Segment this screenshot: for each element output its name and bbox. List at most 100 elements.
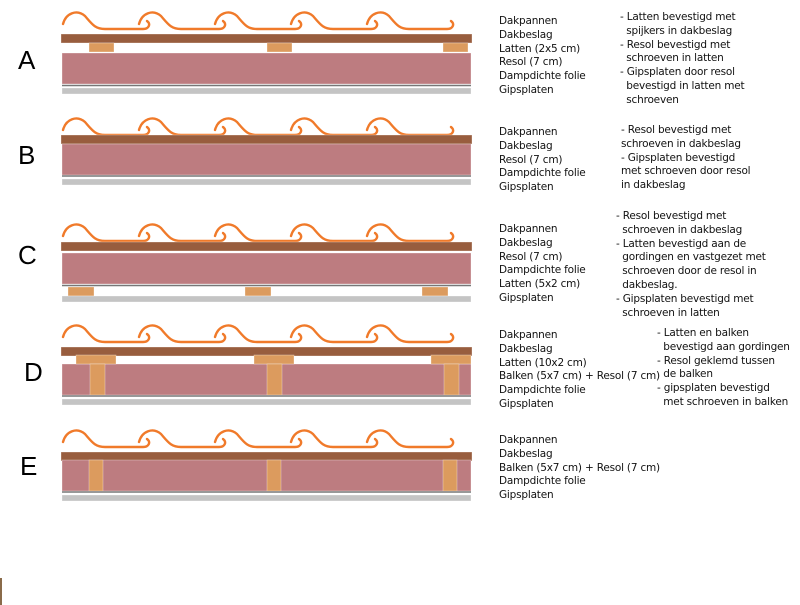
text-line: Dampdichte folie: [499, 384, 586, 397]
edge-mark: [0, 578, 2, 605]
text-line: - Gipsplaten bevestigd: [621, 151, 736, 164]
dakbeslag-board: [60, 134, 473, 145]
roof-tile: [365, 223, 455, 243]
batten: [442, 459, 458, 492]
variant-letter-d: D: [24, 357, 43, 387]
batten: [75, 354, 117, 365]
batten: [88, 42, 115, 53]
text-line: Gipsplaten: [499, 489, 554, 502]
text-line: schroeven door de resol in: [616, 265, 757, 278]
variant-letter-e: E: [20, 451, 38, 481]
variant-letter-a: A: [18, 45, 36, 75]
text-line: Dampdichte folie: [499, 264, 586, 277]
roof-tile: [61, 324, 151, 344]
resol-insulation: [61, 459, 472, 492]
batten: [67, 286, 95, 297]
roof-tile: [61, 11, 151, 31]
batten: [266, 42, 293, 53]
resol-insulation: [61, 52, 472, 85]
text-line: Dakpannen: [499, 329, 558, 341]
text-line: Latten (10x2 cm): [499, 356, 587, 369]
roof-tile: [213, 11, 303, 31]
text-line: - Gipsplaten bevestigd met: [616, 292, 754, 305]
text-line: schroeven in latten: [616, 306, 720, 319]
roof-tile: [61, 223, 151, 243]
text-line: - Resol bevestigd met: [620, 38, 731, 51]
text-line: in dakbeslag: [621, 179, 686, 192]
text-line: schroeven: [620, 93, 679, 106]
batten: [253, 354, 295, 365]
roof-tile: [289, 117, 379, 137]
text-line: - Latten bevestigd aan de: [616, 237, 747, 250]
batten: [430, 354, 472, 365]
batten: [88, 459, 104, 492]
text-line: Dakbeslag: [499, 447, 553, 460]
dakbeslag-board: [60, 241, 473, 252]
text-line: bevestigd aan gordingen: [657, 340, 790, 353]
text-line: Dampdichte folie: [499, 475, 586, 488]
text-line: Dakpannen: [499, 223, 558, 235]
text-line: Dakbeslag: [499, 139, 553, 152]
text-line: Gipsplaten: [499, 397, 554, 410]
text-line: Dampdichte folie: [499, 167, 586, 180]
text-line: Gipsplaten: [499, 181, 554, 194]
text-line: Resol (7 cm): [499, 250, 563, 263]
text-line: Dakpannen: [499, 434, 558, 446]
roof-tile: [137, 324, 227, 344]
roof-tile: [61, 117, 151, 137]
gypsum-board: [61, 398, 472, 406]
batten: [89, 363, 106, 396]
text-line: dakbeslag.: [616, 278, 678, 291]
roof-tile: [289, 429, 379, 449]
roof-tile: [289, 324, 379, 344]
text-line: met schroeven in balken: [657, 395, 789, 408]
variant-letter-b: B: [18, 140, 36, 170]
text-line: Dampdichte folie: [499, 70, 586, 83]
roof-tile: [137, 429, 227, 449]
gypsum-board: [61, 494, 472, 502]
roof-tile: [365, 11, 455, 31]
text-line: gordingen en vastgezet met: [616, 251, 766, 264]
roof-tile: [365, 324, 455, 344]
roof-tile: [137, 223, 227, 243]
text-line: Dakbeslag: [499, 236, 553, 249]
notes-a: - Latten bevestigd met spijkers in dakbe…: [620, 11, 745, 108]
dakbeslag-board: [60, 33, 473, 44]
text-line: Dakbeslag: [499, 342, 553, 355]
text-line: met schroeven door resol: [621, 165, 751, 178]
resol-insulation: [61, 252, 472, 285]
batten: [266, 363, 283, 396]
text-line: schroeven in dakbeslag: [616, 223, 743, 236]
text-line: bevestigd in latten met: [620, 79, 745, 92]
text-line: Dakpannen: [499, 15, 558, 27]
batten: [266, 459, 282, 492]
text-line: de balken: [657, 368, 713, 381]
text-line: Latten (2x5 cm): [499, 42, 581, 55]
roof-tile: [213, 223, 303, 243]
text-line: Balken (5x7 cm) + Resol (7 cm): [499, 461, 660, 474]
roof-tile: [365, 429, 455, 449]
text-line: Latten (5x2 cm): [499, 278, 581, 291]
text-line: schroeven in latten: [620, 52, 724, 65]
gypsum-board: [61, 295, 472, 303]
resol-insulation: [61, 143, 472, 176]
gypsum-board: [61, 178, 472, 186]
text-line: - Latten bevestigd met: [620, 11, 736, 23]
dakbeslag-board: [60, 451, 473, 462]
text-line: - Gipsplaten door resol: [620, 66, 735, 79]
text-line: Resol (7 cm): [499, 153, 563, 166]
text-line: Dakbeslag: [499, 28, 553, 41]
variant-letter-c: C: [18, 240, 37, 270]
notes-d: - Latten en balken bevestigd aan gording…: [657, 327, 790, 410]
dakbeslag-board: [60, 346, 473, 357]
gypsum-board: [61, 87, 472, 95]
text-line: - Resol geklemd tussen: [657, 354, 775, 367]
batten: [442, 42, 469, 53]
